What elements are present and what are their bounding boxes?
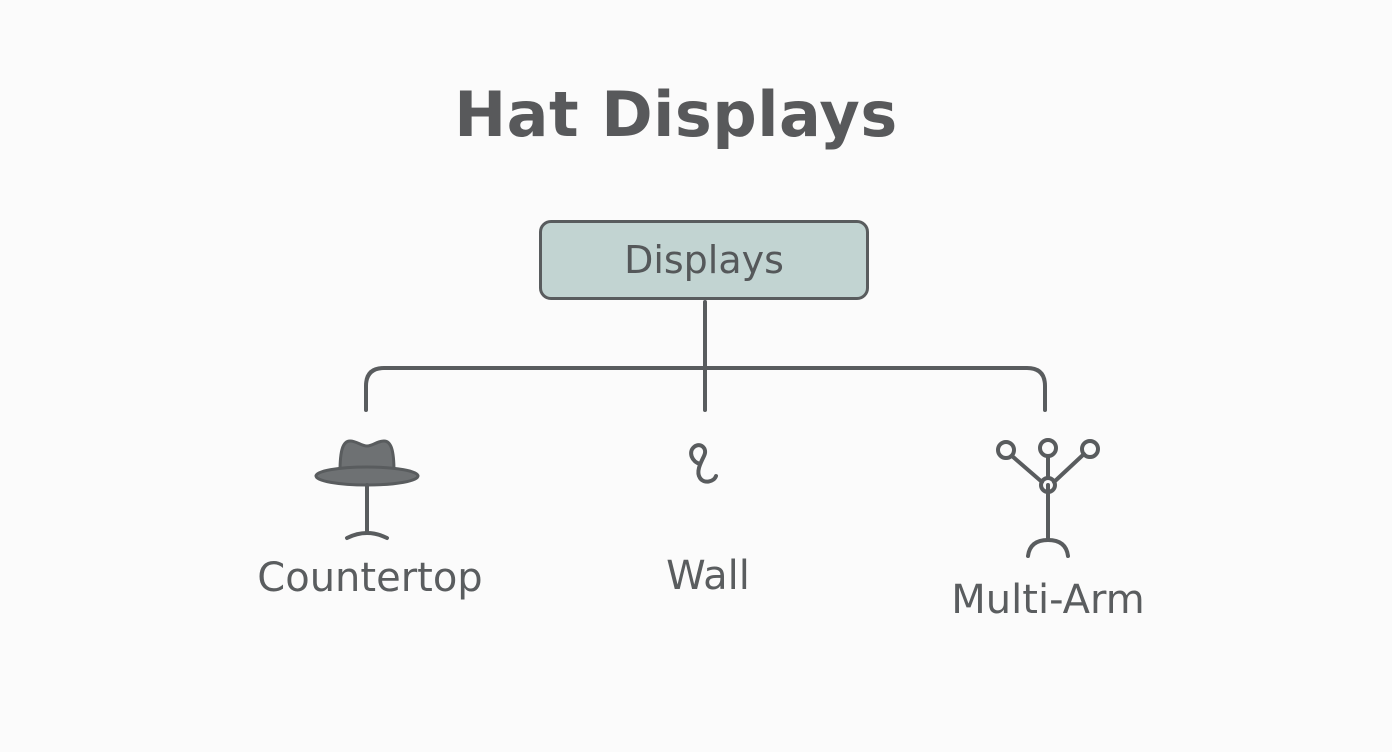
child-label-countertop: Countertop (257, 555, 483, 601)
hat-on-stand-icon (314, 439, 420, 540)
child-label-multi-arm: Multi-Arm (951, 577, 1145, 623)
wall-hook-icon (689, 443, 718, 484)
diagram-title: Hat Displays (454, 78, 898, 151)
root-node-label: Displays (624, 238, 784, 282)
child-label-wall: Wall (666, 553, 750, 599)
multi-arm-rack-icon (996, 438, 1100, 558)
root-node-displays: Displays (539, 220, 869, 300)
branch-horizontal-line (364, 366, 1047, 412)
